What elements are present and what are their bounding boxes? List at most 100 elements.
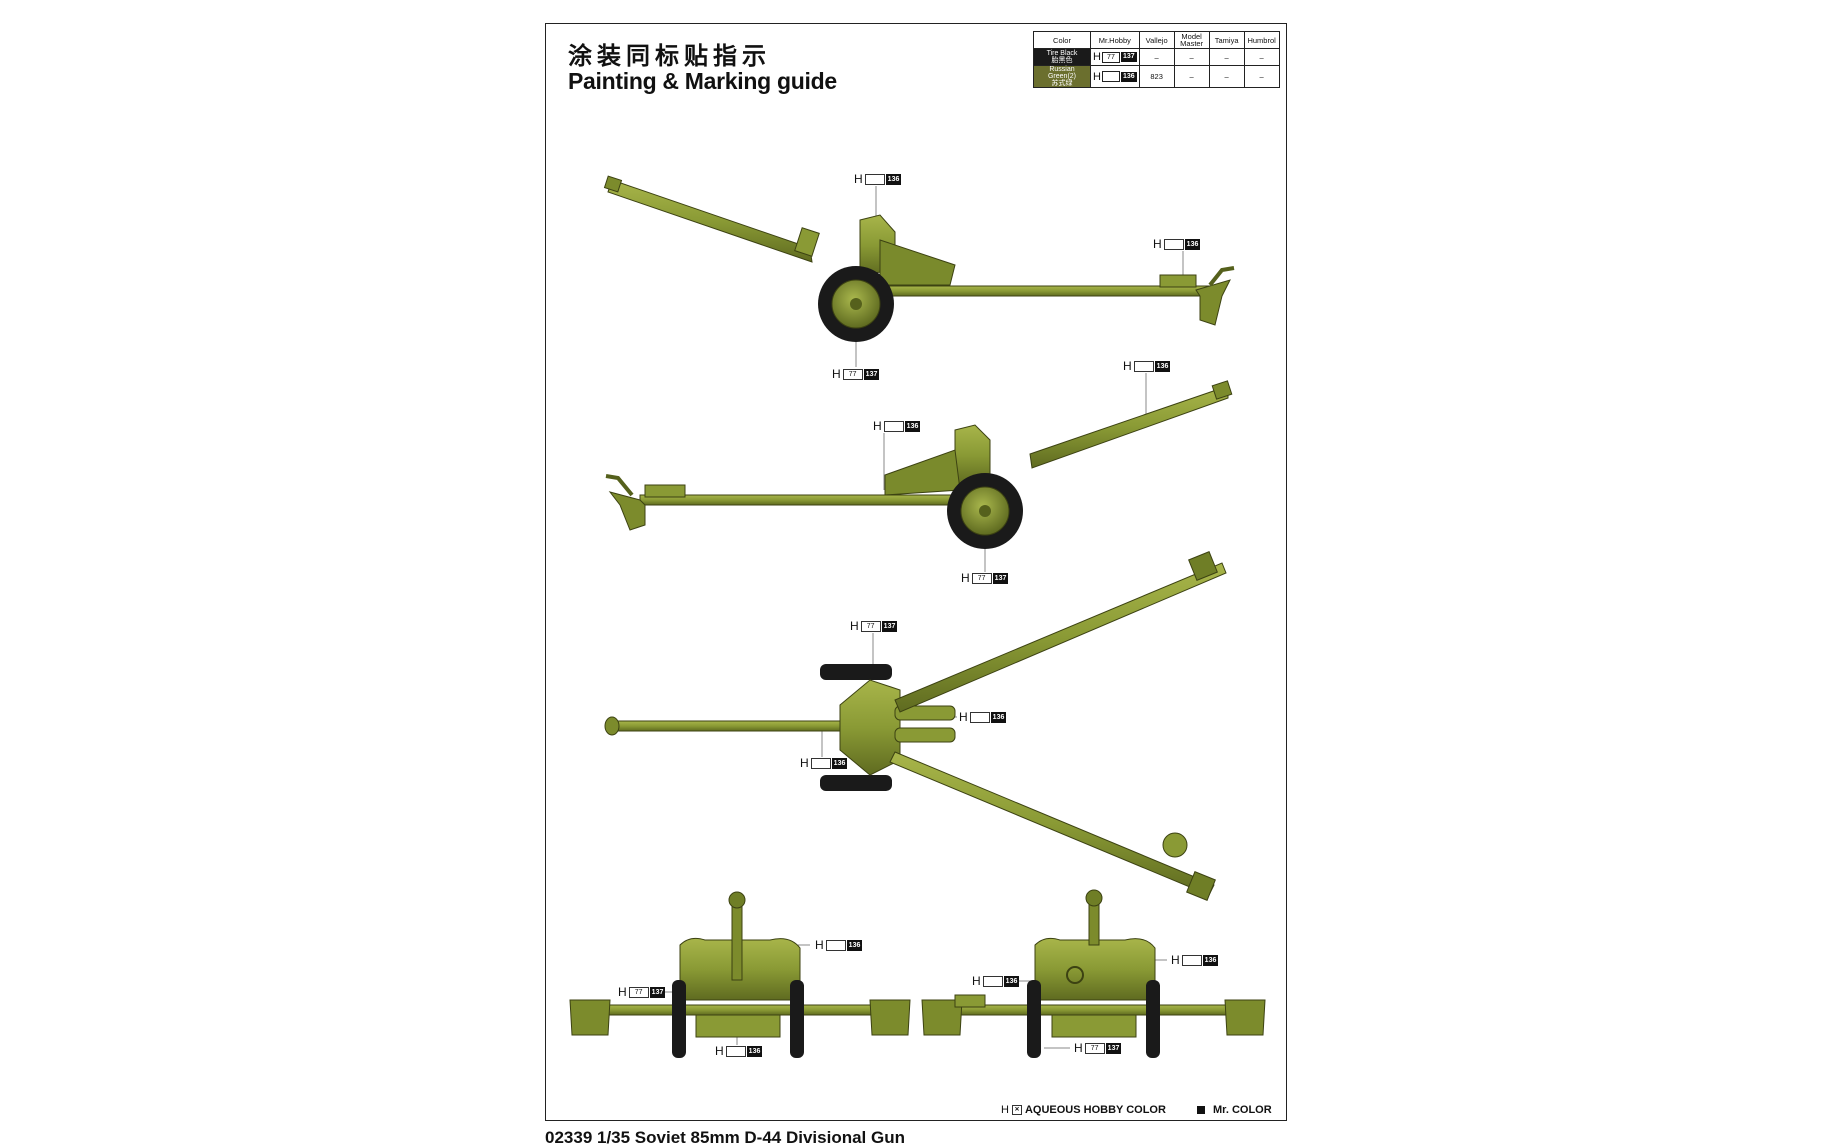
h-prefix: H [873,419,882,433]
paint-callout: H 136 [959,710,1007,724]
humbrol-code: – [1243,65,1280,88]
gun-side-view-left [603,175,1235,342]
paint-callout: H 136 [800,756,848,770]
mr-color-code: 137 [863,368,880,380]
aqueous-code: 77 [842,368,863,380]
color-name-en: Russian Green(2) [1047,66,1076,80]
aqueous-code [825,939,846,951]
vallejo-code: 823 [1138,65,1175,88]
h-prefix: H [854,172,863,186]
model-master-code: – [1173,65,1210,88]
h-prefix: H [972,974,981,988]
legend-mr-color: Mr. COLOR [1197,1104,1272,1116]
mr-color-code: 136 [831,757,848,769]
paint-callout: H 136 [715,1044,763,1058]
instruction-sheet-frame [545,23,1287,1121]
legend-mr-label: Mr. COLOR [1213,1104,1272,1116]
mr-color-square-icon [1197,1106,1205,1114]
legend-h-prefix: H [1001,1104,1009,1116]
legend-aqueous: H ✕ AQUEOUS HOBBY COLOR [1001,1104,1166,1116]
paint-callout: H 136 [854,172,902,186]
h-prefix: H [1171,953,1180,967]
h-prefix: H [1153,237,1162,251]
gun-rear-view [921,889,1266,1058]
mr-color-code: 136 [990,711,1007,723]
aqueous-code: 77 [1084,1042,1105,1054]
paint-color-table: Color Mr.Hobby Vallejo Model Master Tami… [1033,31,1280,88]
h-prefix: H [959,710,968,724]
aqueous-code [864,173,885,185]
table-header-row: Color Mr.Hobby Vallejo Model Master Tami… [1033,31,1280,49]
paint-callout: H 136 [815,938,863,952]
color-name-cn: 胎黑色 [1051,57,1073,64]
paint-callout: H 136 [873,419,921,433]
paint-callout: H 136 [1171,953,1219,967]
color-swatch-russian-green: Russian Green(2) 苏式绿 [1033,65,1091,88]
mr-color-code: 136 [1003,975,1020,987]
mr-color-code: 137 [881,620,898,632]
aqueous-code: 77 [628,986,649,998]
aqueous-code [1101,71,1120,82]
aqueous-code [810,757,831,769]
page-title-chinese: 涂装同标贴指示 [568,42,771,70]
mr-color-code: 137 [992,572,1009,584]
col-header-vallejo: Vallejo [1138,31,1175,49]
aqueous-code [883,420,904,432]
aqueous-code [969,711,990,723]
mr-color-code: 137 [1105,1042,1122,1054]
paint-callout: H 136 [1123,359,1171,373]
aqueous-code [725,1045,746,1057]
mr-color-code: 136 [1154,360,1171,372]
h-prefix: H [815,938,824,952]
legend-aqueous-label: AQUEOUS HOBBY COLOR [1024,1104,1166,1116]
h-prefix: H [1074,1041,1083,1055]
gun-front-view [569,891,911,1058]
mr-color-code: 136 [1202,954,1219,966]
col-header-mr-hobby: Mr.Hobby [1090,31,1140,49]
color-swatch-tire-black: Tire Black 胎黑色 [1033,48,1091,66]
paint-callout: H 136 [972,974,1020,988]
aqueous-code: 77 [1101,51,1120,63]
mr-color-code: 136 [1120,71,1137,82]
mr-color-code: 137 [649,986,666,998]
mr-hobby-code: H 136 [1090,65,1140,88]
color-name-cn: 苏式绿 [1051,80,1073,87]
h-prefix: H [961,571,970,585]
aqueous-code [1133,360,1154,372]
aqueous-code: 77 [971,572,992,584]
mr-color-code: 136 [1184,238,1201,250]
h-prefix: H [1093,51,1101,63]
h-prefix: H [1093,70,1101,83]
h-prefix: H [850,619,859,633]
aqueous-code [982,975,1003,987]
h-prefix: H [800,756,809,770]
gun-side-view-right [605,380,1233,549]
h-prefix: H [618,985,627,999]
mr-color-code: 136 [885,173,902,185]
h-prefix: H [832,367,841,381]
page-title: Painting & Marking guide [568,68,837,94]
mr-color-code: 137 [1120,52,1137,62]
paint-callout: H 136 [1153,237,1201,251]
col-header-humbrol: Humbrol [1243,31,1280,49]
mr-color-code: 136 [746,1045,763,1057]
h-prefix: H [715,1044,724,1058]
product-title-footer: 02339 1/35 Soviet 85mm D-44 Divisional G… [545,1128,905,1147]
mr-color-code: 136 [846,939,863,951]
mr-color-code: 136 [904,420,921,432]
aqueous-code: 77 [860,620,881,632]
color-name-en: Tire Black [1046,50,1078,57]
aqueous-code [1163,238,1184,250]
h-prefix: H [1123,359,1132,373]
aqueous-code [1181,954,1202,966]
gun-top-view [604,551,1227,901]
